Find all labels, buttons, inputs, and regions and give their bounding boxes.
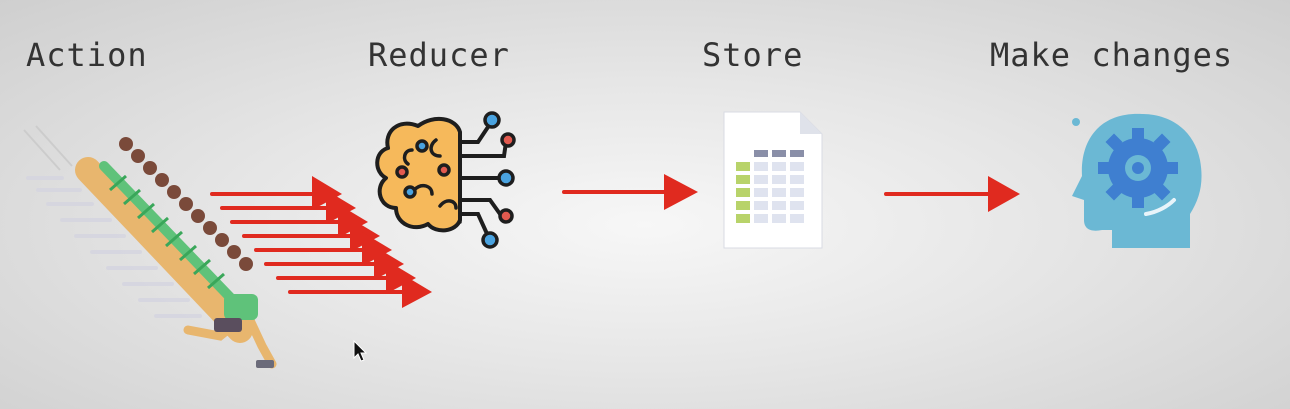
spreadsheet-document-icon	[723, 111, 823, 249]
step-label-store: Store	[702, 36, 804, 74]
step-label-reducer: Reducer	[368, 36, 510, 74]
step-label-make-changes: Make changes	[990, 36, 1234, 74]
action-to-reducer-arrows	[210, 176, 432, 308]
mouse-cursor-icon	[353, 340, 368, 362]
head-gear-icon	[1072, 113, 1202, 248]
brain-circuit-icon	[375, 111, 516, 249]
store-to-changes-arrow	[884, 176, 1020, 212]
reducer-to-store-arrow	[562, 174, 698, 210]
running-people-icon	[23, 125, 277, 369]
step-label-action: Action	[26, 36, 148, 74]
